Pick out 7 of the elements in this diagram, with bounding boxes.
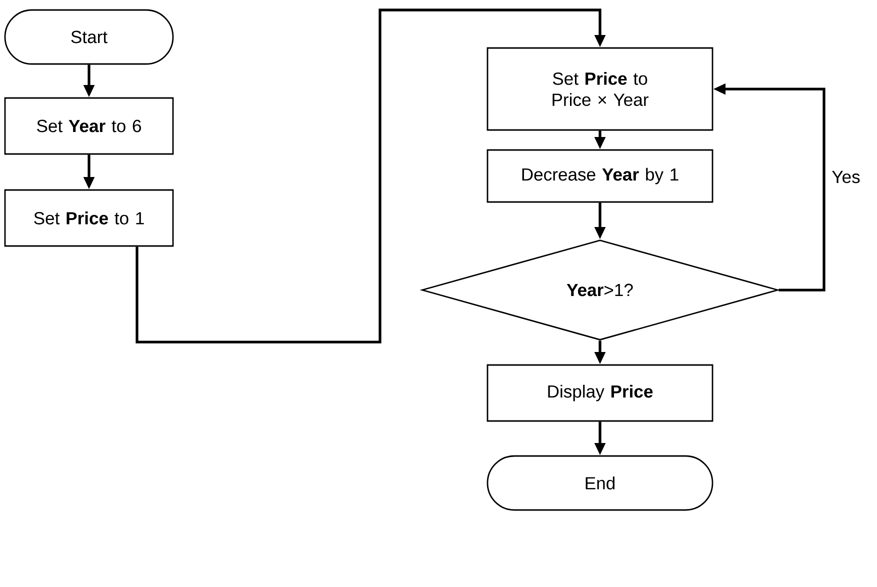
edge-label: Yes — [830, 169, 862, 185]
process-box: Display Price — [486, 364, 714, 422]
process-box: Set Price to Price × Year — [486, 47, 714, 131]
process-box: Set Price to 1 — [4, 189, 174, 247]
process-box: Set Year to 6 — [4, 97, 174, 155]
process-box: Decrease Year by 1 — [486, 149, 714, 203]
arrow — [136, 8, 606, 344]
